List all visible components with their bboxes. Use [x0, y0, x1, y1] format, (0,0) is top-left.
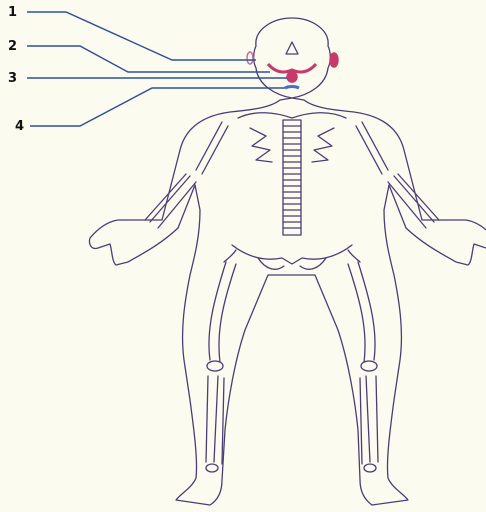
- gland-1-right: [330, 53, 338, 67]
- gland-2: [268, 64, 316, 72]
- femur-left: [209, 262, 236, 362]
- glands: [247, 52, 338, 88]
- label-3: 3: [8, 72, 17, 85]
- humerus-left: [196, 122, 228, 174]
- knee-left: [207, 361, 223, 371]
- nose-mark: [286, 42, 298, 54]
- pelvis: [224, 245, 360, 269]
- femur-right: [348, 262, 375, 362]
- gland-4: [285, 87, 299, 89]
- gland-1-left: [247, 52, 253, 64]
- ankle-right: [364, 464, 376, 472]
- clavicles: [238, 113, 346, 118]
- gland-3: [287, 72, 297, 82]
- leader-line-1: [27, 12, 256, 60]
- label-1: 1: [8, 6, 17, 19]
- label-2: 2: [8, 40, 17, 53]
- tibia-left: [206, 376, 224, 464]
- ribcage-left: [250, 128, 272, 162]
- ribcage-right: [312, 128, 334, 162]
- spine: [283, 120, 301, 235]
- spine-segments: [283, 126, 301, 228]
- ankle-left: [206, 464, 218, 472]
- knee-right: [361, 361, 377, 371]
- humerus-right: [356, 122, 388, 174]
- leader-line-4: [30, 88, 285, 126]
- tibia-right: [360, 376, 378, 464]
- label-4: 4: [15, 120, 24, 133]
